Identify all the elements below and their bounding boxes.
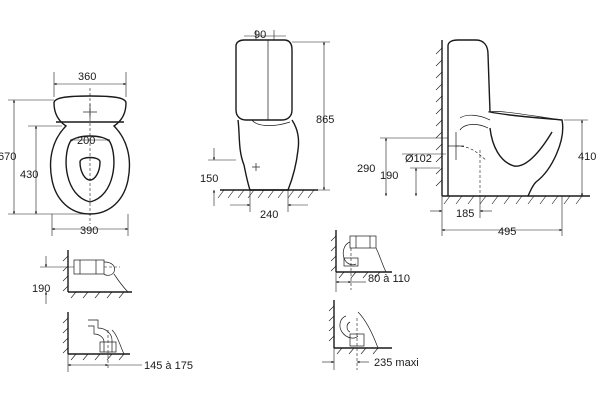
detail-d: 235 maxi bbox=[322, 300, 419, 370]
profile-view: 290 Ø102 190 410 185 495 bbox=[357, 39, 596, 238]
detail-c-bend bbox=[342, 241, 357, 266]
detail-a-pipe bbox=[73, 259, 105, 275]
detail-d-base bbox=[357, 311, 379, 349]
profile-view-wall-hatch bbox=[435, 47, 443, 187]
top-view-drain bbox=[79, 156, 101, 181]
profile-view-flush-line bbox=[459, 114, 491, 121]
detail-b-base bbox=[111, 329, 125, 355]
profile-view-body bbox=[447, 39, 564, 197]
top-view-inner-bowl bbox=[65, 135, 115, 203]
dimension-label-235: 235 maxi bbox=[374, 357, 419, 369]
dimension-label-290: 290 bbox=[357, 163, 375, 175]
detail-c: 80 à 110 bbox=[330, 230, 410, 292]
detail-b-hatch bbox=[62, 317, 125, 361]
dimension-label-360: 360 bbox=[78, 71, 96, 83]
detail-c-pipe bbox=[349, 235, 377, 249]
profile-view-seat-line bbox=[487, 111, 563, 121]
dimension-label-190: 190 bbox=[380, 170, 398, 182]
profile-view-trap bbox=[489, 127, 553, 167]
dimension-label-430: 430 bbox=[20, 169, 38, 181]
dimension-label-detail-190: 190 bbox=[32, 283, 50, 295]
detail-c-base bbox=[375, 247, 387, 273]
top-view: 360 200 670 430 390 bbox=[0, 71, 131, 237]
dimension-label-200: 200 bbox=[77, 135, 95, 147]
dimension-label-410: 410 bbox=[578, 151, 596, 163]
detail-a-base bbox=[113, 273, 129, 293]
side-view-bowl bbox=[237, 119, 300, 191]
detail-d-bend bbox=[339, 315, 359, 339]
detail-d-bend-inner bbox=[346, 321, 351, 333]
detail-d-hatch bbox=[328, 305, 379, 355]
detail-c-hatch bbox=[330, 235, 381, 279]
dimension-label-495: 495 bbox=[498, 226, 516, 238]
dimension-label-diameter: Ø102 bbox=[405, 153, 432, 165]
dimension-label-90: 90 bbox=[254, 29, 266, 41]
profile-view-floor-hatch bbox=[443, 195, 583, 205]
top-view-bowl-outline bbox=[49, 95, 131, 215]
dimension-label-185: 185 bbox=[456, 208, 474, 220]
side-view-tank bbox=[235, 39, 293, 121]
detail-b-pipe-bend bbox=[88, 319, 113, 352]
profile-view-outlet bbox=[455, 145, 487, 161]
dimension-label-150: 150 bbox=[200, 173, 218, 185]
dimension-label-145-175: 145 à 175 bbox=[144, 360, 193, 372]
side-view-seat-line bbox=[251, 119, 291, 126]
dimension-label-80-110: 80 à 110 bbox=[368, 273, 410, 285]
dimension-label-670: 670 bbox=[0, 151, 16, 163]
side-view-floor-hatch bbox=[217, 189, 315, 199]
detail-a-bowl-outlet bbox=[103, 261, 115, 276]
side-view: 90 865 150 240 bbox=[200, 29, 334, 221]
detail-b: 145 à 175 bbox=[62, 312, 193, 372]
detail-b-pipe-bend-inner bbox=[88, 325, 105, 352]
dimension-label-390: 390 bbox=[80, 225, 98, 237]
dimension-label-865: 865 bbox=[316, 114, 334, 126]
profile-view-inlet bbox=[459, 124, 489, 131]
dimension-label-240: 240 bbox=[260, 209, 278, 221]
detail-a: 190 bbox=[32, 250, 132, 304]
